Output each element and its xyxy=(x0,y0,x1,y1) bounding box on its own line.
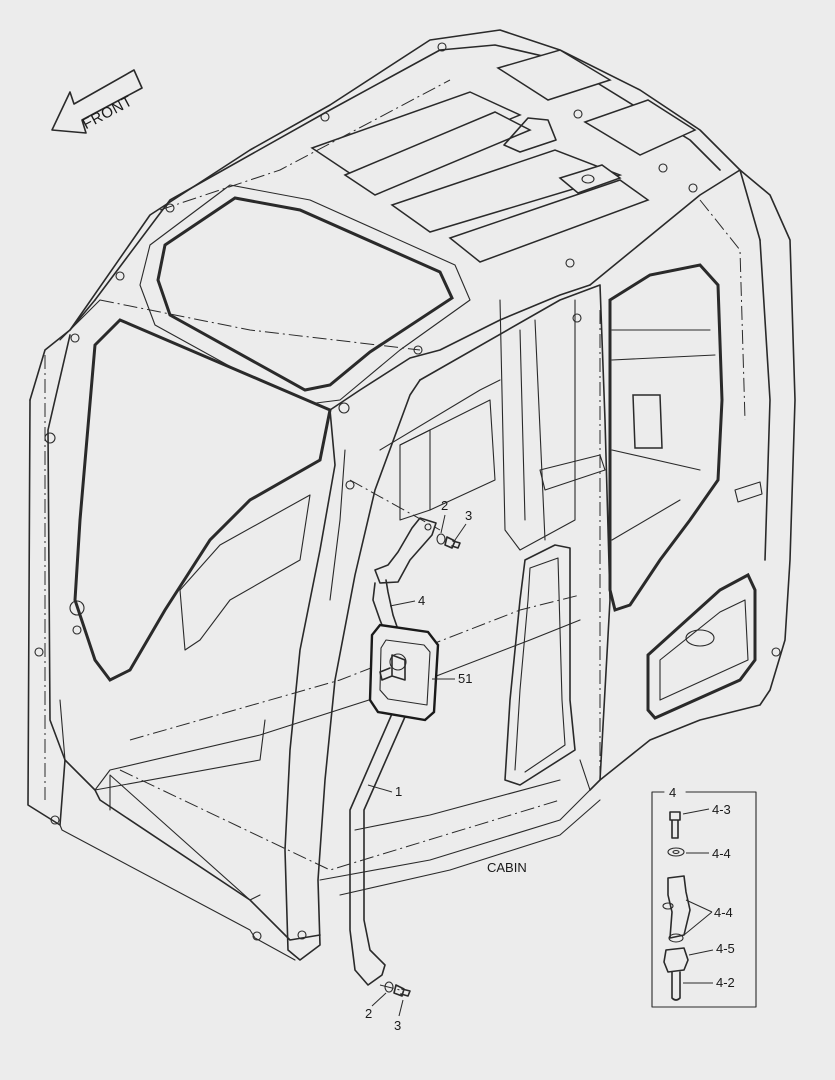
detail-bolt xyxy=(669,811,681,839)
callout-stay: 1 xyxy=(395,784,402,799)
lower-bolt xyxy=(393,984,411,997)
callout-bolt-upper: 3 xyxy=(465,508,472,523)
detail-part-1: 4-3 xyxy=(712,802,731,817)
detail-part-5: 4-2 xyxy=(716,975,735,990)
callouts: 2 3 4 51 1 2 3 CABIN xyxy=(365,498,527,1033)
detail-bracket xyxy=(667,875,691,939)
detail-part-3: 4-4 xyxy=(714,905,733,920)
upper-bracket xyxy=(374,517,437,584)
callout-washer-lower: 2 xyxy=(365,1006,372,1021)
front-arrow-label: FRONT xyxy=(80,93,136,133)
front-direction-arrow: FRONT xyxy=(51,69,143,134)
callout-mirror: 51 xyxy=(458,671,472,686)
detail-nut xyxy=(663,947,689,973)
mirror-head xyxy=(368,623,440,722)
detail-title: 4 xyxy=(669,785,676,800)
detail-washer-bottom xyxy=(668,933,684,943)
cabin-body xyxy=(27,29,796,991)
callout-bracket: 4 xyxy=(418,593,425,608)
detail-inset: 4 4-3 4-4 4-4 4-5 4-2 xyxy=(651,785,757,1008)
upper-washer xyxy=(436,533,446,545)
detail-washer-top xyxy=(667,847,685,857)
callout-washer-upper: 2 xyxy=(441,498,448,513)
callout-bolt-lower: 3 xyxy=(394,1018,401,1033)
mirror-assembly xyxy=(349,517,461,997)
upper-bolt xyxy=(444,536,461,549)
detail-rod xyxy=(671,971,681,1001)
assembly-label: CABIN xyxy=(487,860,527,875)
detail-part-4: 4-5 xyxy=(716,941,735,956)
detail-part-2: 4-4 xyxy=(712,846,731,861)
lower-washer xyxy=(384,981,394,993)
